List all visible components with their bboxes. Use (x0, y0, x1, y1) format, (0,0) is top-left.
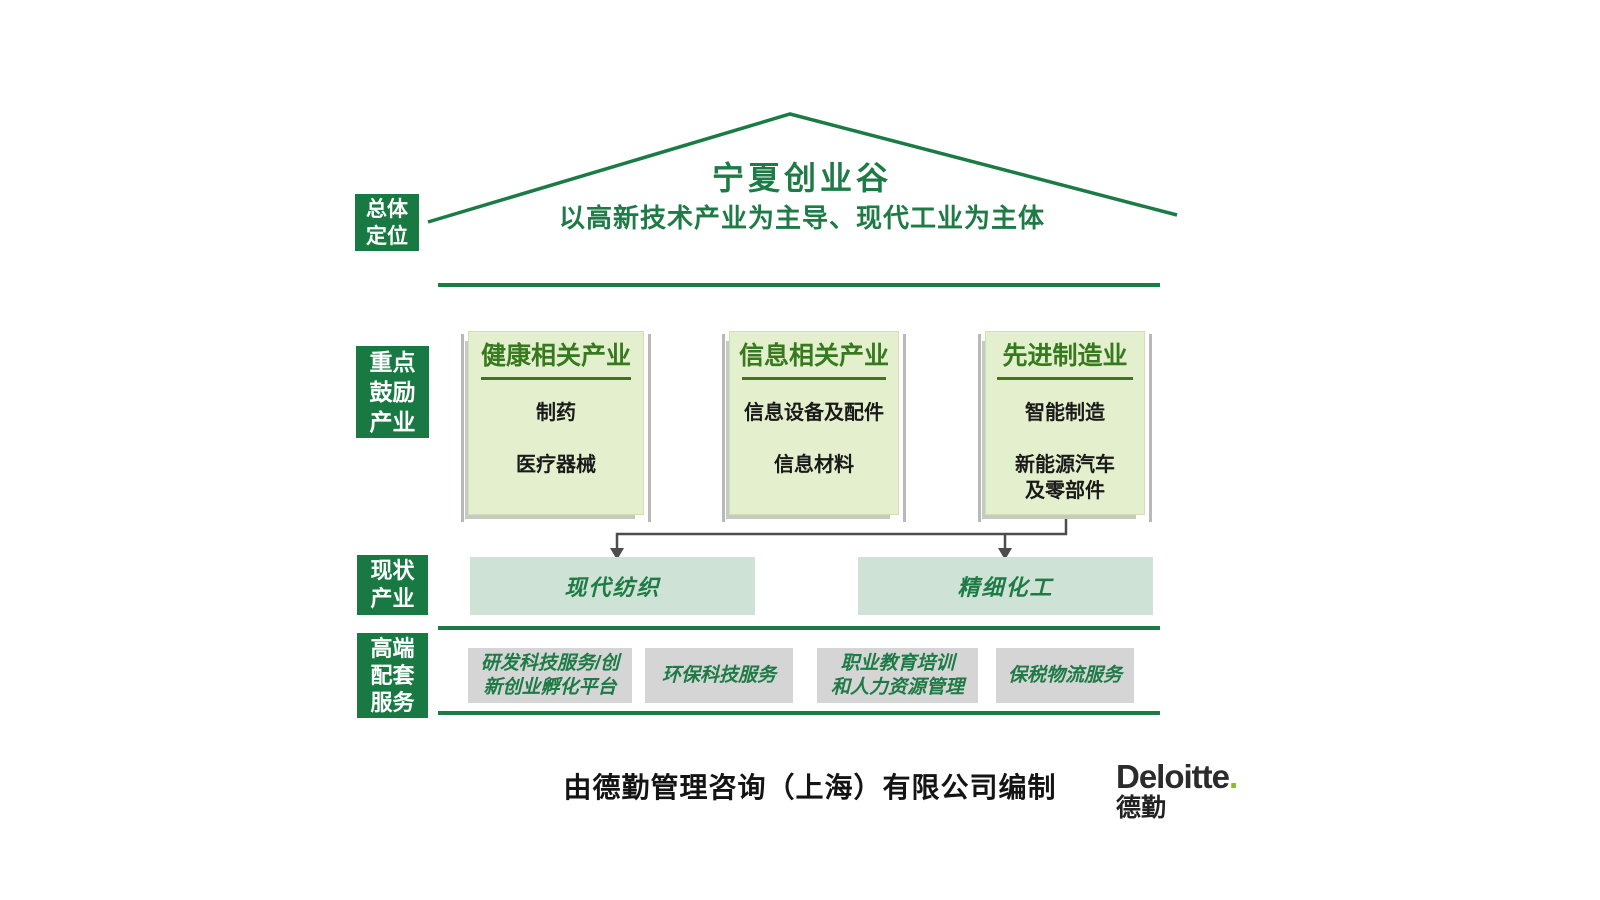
current-industry-box-fine-chemicals: 精细化工 (858, 557, 1153, 615)
industry-item: 智能制造 (1025, 402, 1105, 424)
diagram-subtitle: 以高新技术产业为主导、现代工业为主体 (558, 203, 1045, 233)
divider-middle (438, 626, 1160, 630)
industry-box-title: 健康相关产业 (480, 342, 631, 370)
deloitte-logo: Deloitte. 德勤 (1116, 758, 1238, 822)
service-box-environmental-tech: 环保科技服务 (645, 648, 793, 703)
industry-item: 医疗器械 (516, 454, 596, 476)
row-label-highend-support-services: 高端 配套 服务 (357, 633, 428, 718)
title-underline (741, 377, 887, 380)
industry-item: 新能源汽车 及零部件 (1015, 454, 1115, 502)
title-underline (481, 377, 631, 380)
roof-text-block: 宁夏创业谷 以高新技术产业为主导、现代工业为主体 (440, 160, 1164, 234)
service-box-education-hr: 职业教育培训 和人力资源管理 (817, 648, 978, 703)
industry-box-advanced-manufacturing: 先进制造业 智能制造 新能源汽车 及零部件 (978, 331, 1152, 522)
divider-top (438, 283, 1160, 287)
current-industry-box-textile: 现代纺织 (470, 557, 755, 615)
deloitte-wordmark: Deloitte. (1116, 758, 1238, 795)
service-box-rd-incubation: 研发科技服务/创 新创业孵化平台 (468, 648, 632, 703)
deloitte-green-dot: . (1229, 758, 1238, 795)
industry-item: 信息设备及配件 (744, 402, 884, 424)
connector-line (615, 513, 1068, 549)
title-underline (997, 377, 1133, 380)
service-box-bonded-logistics: 保税物流服务 (996, 648, 1134, 703)
diagram-title: 宁夏创业谷 (711, 160, 892, 196)
divider-bottom (438, 711, 1160, 715)
industry-item: 制药 (536, 402, 576, 424)
industry-box-information: 信息相关产业 信息设备及配件 信息材料 (722, 331, 906, 522)
industry-box-title: 信息相关产业 (738, 342, 889, 370)
credit-line: 由德勤管理咨询（上海）有限公司编制 (563, 772, 1057, 803)
industry-box-health: 健康相关产业 制药 医疗器械 (461, 331, 651, 522)
row-label-current-industries: 现状 产业 (357, 555, 428, 615)
row-label-overall-positioning: 总体 定位 (355, 194, 419, 251)
row-label-key-encouraged-industries: 重点 鼓励 产业 (356, 346, 429, 438)
deloitte-chinese-name: 德勤 (1116, 794, 1167, 822)
industry-box-title: 先进制造业 (1002, 342, 1128, 370)
industry-item: 信息材料 (774, 454, 854, 476)
